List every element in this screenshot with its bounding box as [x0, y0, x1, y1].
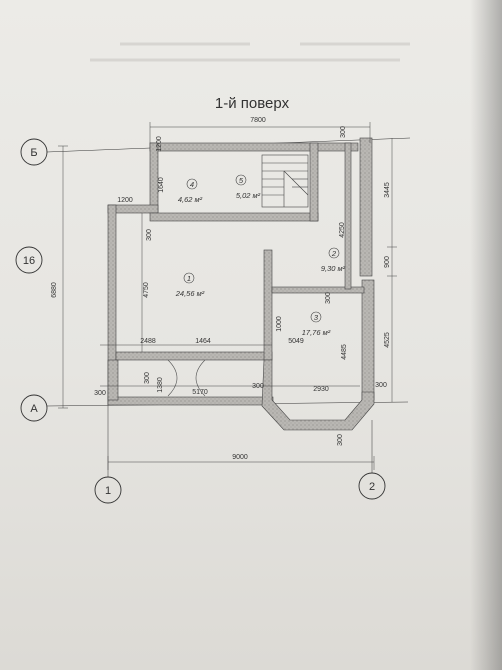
axis-b-marker: [20, 137, 411, 166]
dim-right-top: 3445: [384, 182, 391, 198]
dim-right-low: 4525: [384, 332, 391, 348]
dim-right-mid: 900: [384, 256, 391, 268]
dim-top-left-wall: 1200: [156, 136, 163, 152]
axis-16-marker: [15, 246, 43, 274]
room-5-area: 5,02 м²: [236, 191, 261, 200]
axis-2-marker: [358, 420, 386, 500]
axis-2-label: 2: [369, 481, 375, 493]
dim-door-w: 1464: [195, 338, 211, 345]
dim-room1-w: 2488: [140, 338, 156, 345]
dim-mid-wall: 300: [144, 372, 151, 384]
dim-bottom-right-thk: 300: [375, 382, 387, 389]
room-2-area: 9,30 м²: [321, 264, 346, 273]
dim-bottom-overall: 9000: [232, 454, 248, 461]
axis-a-label: А: [30, 403, 38, 415]
dim-room4-wall: 300: [146, 229, 153, 241]
walls: [107, 137, 375, 431]
svg-text:1: 1: [187, 274, 191, 283]
staircase: [261, 154, 309, 208]
floor-title: 1-й поверх: [215, 95, 290, 112]
dim-lower-h: 1380: [157, 377, 164, 393]
axis-b-label: Б: [30, 147, 37, 159]
room-1-area: 24,56 м²: [175, 289, 205, 298]
dim-top-left-offset: 1200: [117, 197, 133, 204]
svg-text:3: 3: [314, 313, 319, 322]
door-swing: [167, 359, 206, 397]
dim-room3-w: 5049: [288, 338, 304, 345]
room-3-label: 3 17,76 м²: [302, 311, 331, 337]
room-4-label: 4 4,62 м²: [178, 178, 203, 204]
dimension-lines: [58, 122, 397, 470]
dim-lower-w: 5170: [192, 389, 208, 396]
svg-text:2: 2: [331, 249, 337, 258]
dim-corridor-h: 1000: [276, 316, 283, 332]
dim-left-overall: 6880: [51, 282, 58, 298]
dim-room2-h: 4250: [339, 222, 346, 238]
axis-1-label: 1: [105, 485, 111, 497]
room-1-label: 1 24,56 м²: [175, 272, 205, 298]
room-5-label: 5 5,02 м²: [235, 174, 261, 200]
room-2-label: 2 9,30 м²: [321, 247, 346, 273]
faded-header-text: [90, 42, 410, 62]
dim-bottom-left-thk: 300: [94, 390, 106, 397]
svg-text:5: 5: [239, 176, 244, 185]
paper-shadow: [470, 0, 502, 670]
room-4-area: 4,62 м²: [178, 195, 203, 204]
dim-bay-bottom: 300: [337, 434, 344, 446]
dim-left-inner-h: 4750: [143, 282, 150, 298]
dim-room3-wall: 300: [325, 292, 332, 304]
dim-room3-h: 4485: [341, 344, 348, 360]
dim-right-room-w: 2930: [313, 386, 329, 393]
svg-text:4: 4: [190, 180, 194, 189]
dim-lower-wall: 300: [252, 383, 264, 390]
dim-top-overall: 7800: [250, 117, 266, 124]
dim-top-wall-thk: 300: [340, 126, 347, 138]
room-3-area: 17,76 м²: [302, 328, 331, 337]
dim-room4-h: 1640: [158, 177, 165, 193]
axis-16-label: 16: [23, 255, 35, 267]
